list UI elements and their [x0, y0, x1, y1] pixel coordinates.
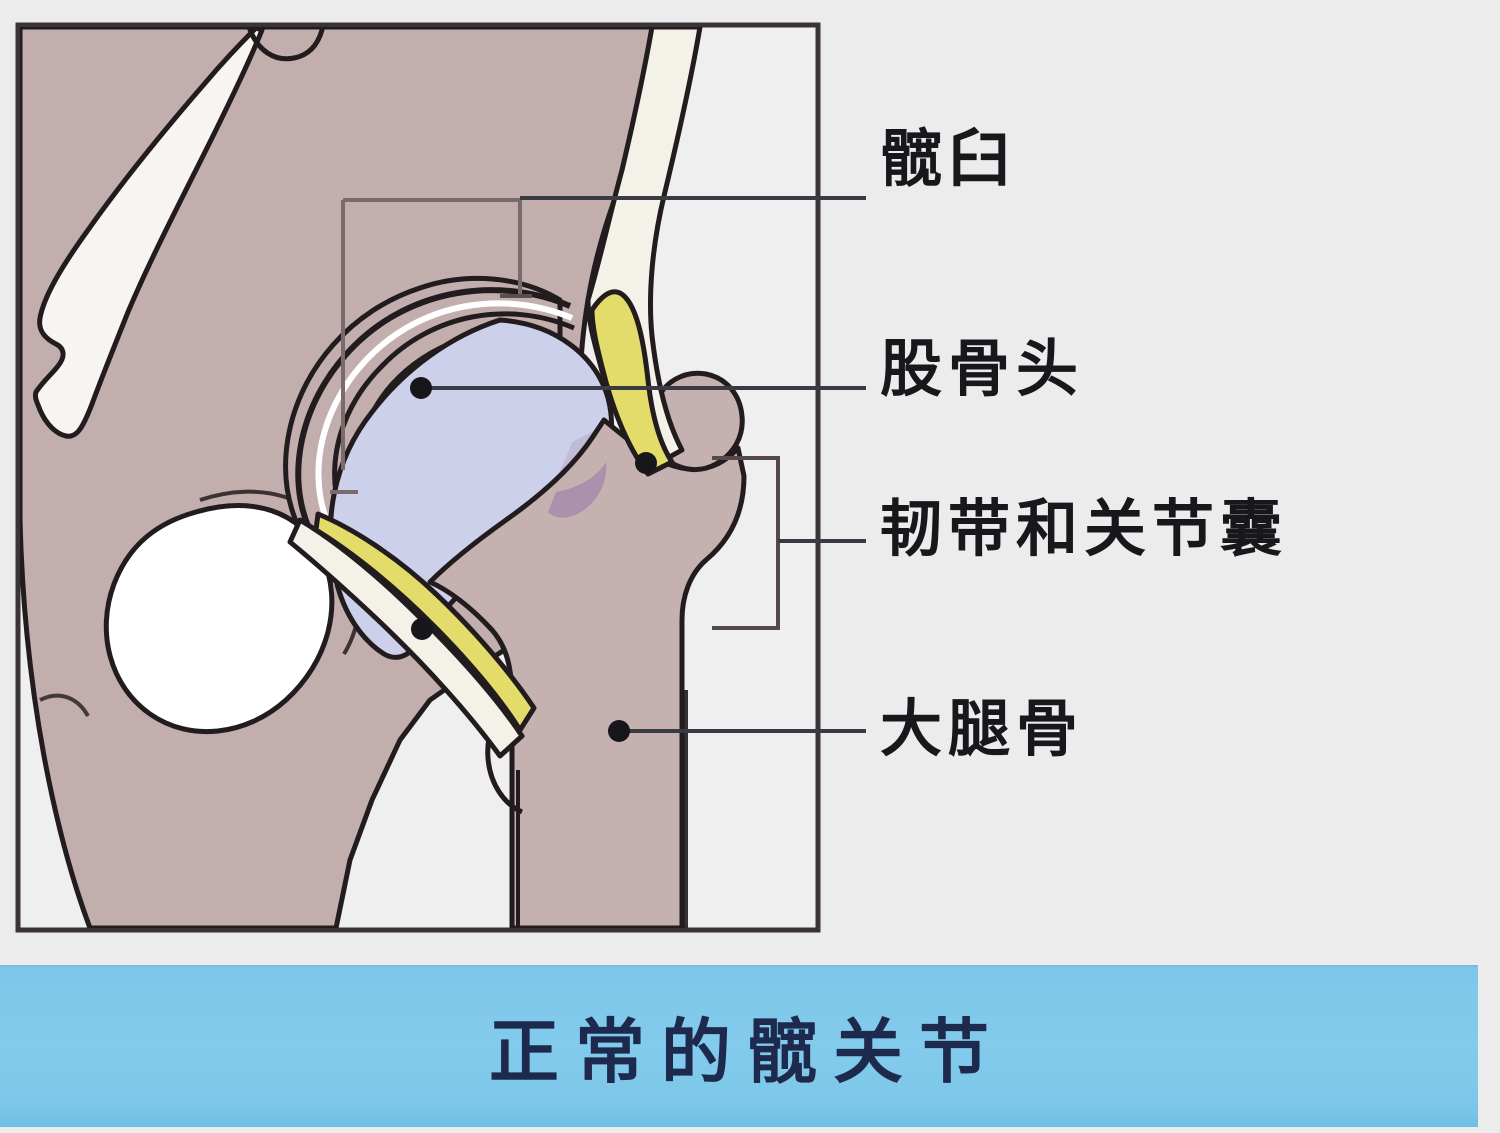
ischium-contour	[39, 693, 90, 718]
label-acetabulum: 髋臼	[880, 122, 1017, 195]
point-marker-femoral-head	[410, 377, 432, 399]
ligament-inferior-yellow	[313, 511, 537, 733]
ilium-marrow	[33, 27, 265, 439]
caption-title: 正常的髋关节	[489, 1010, 1005, 1093]
ligament-superior-yellow	[589, 289, 675, 477]
label-femoral-head: 股骨头	[880, 332, 1085, 405]
point-marker-femur	[608, 720, 630, 742]
caption-bar: 正常的髋关节	[0, 965, 1478, 1127]
hip-joint-illustration	[15, 22, 866, 933]
point-marker-capsule-superior	[635, 452, 657, 474]
acetabular-labrum	[548, 462, 607, 518]
ilium-top-notch	[247, 27, 325, 62]
label-femur: 大腿骨	[880, 692, 1085, 765]
point-marker-capsule-inferior	[411, 618, 433, 640]
label-ligaments-and-capsule: 韧带和关节囊	[880, 492, 1289, 565]
joint-capsule-inferior-white	[287, 517, 525, 759]
